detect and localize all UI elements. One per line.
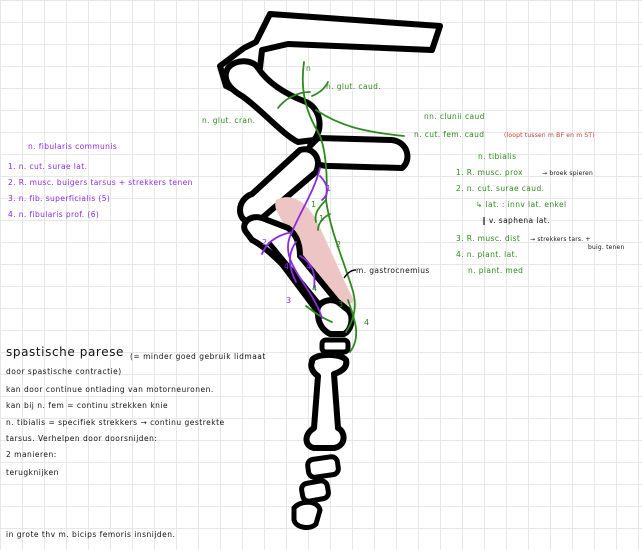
- notes-line-3: n. tibialis = specifiek strekkers → cont…: [6, 418, 225, 427]
- fibular-number-3: 3: [286, 296, 292, 305]
- tibial-legend-item-3-arrow: → strekkers tars. +: [530, 236, 591, 243]
- tibial-number-2: 2: [336, 240, 342, 249]
- tibial-legend-item-5: n. plant. med: [468, 266, 524, 275]
- fibular-number-1: 1: [326, 184, 332, 193]
- fibular-number-4a: 4: [284, 262, 290, 271]
- label-n-glut-caud: n. glut. caud.: [326, 82, 382, 91]
- fibular-legend-title: n. fibularis communis: [28, 142, 118, 151]
- tibial-legend-item-2-sub2: ‖ v. saphena lat.: [482, 216, 550, 225]
- notes-title: spastische parese: [6, 345, 125, 359]
- phalanges-bones: [291, 454, 341, 530]
- notes-line-5: 2 manieren:: [6, 450, 57, 459]
- notes-line-2: kan bij n. fem = continu strekken knie: [6, 401, 169, 410]
- tibial-number-1b: 1: [319, 214, 325, 223]
- notes-bottom: in grote thv m. bicips femoris insnijden…: [6, 530, 176, 539]
- notes-title-def: (= minder goed gebruik lidmaat: [130, 352, 266, 361]
- tibial-legend-item-2: 2. n. cut. surae caud.: [456, 184, 545, 193]
- tibial-legend-item-1-arrow: → broek spieren: [542, 170, 593, 177]
- tibial-number-4a: 4: [364, 318, 370, 327]
- tibial-legend-item-1: 1. R. musc. prox: [456, 168, 523, 177]
- tibial-nerve: [277, 61, 405, 353]
- label-nn-clunii-caud: nn. clunii caud: [424, 112, 485, 121]
- fibular-nerve: [261, 167, 328, 319]
- gastrocnemius-pointer: [343, 269, 357, 279]
- tibial-number-4b: 4: [312, 284, 318, 293]
- notes-line-1: kan door continue ontlading van motorneu…: [6, 385, 214, 394]
- femur-bone: [237, 135, 411, 226]
- fibular-legend-item-2: 2. R. musc. buigers tarsus + strekkers t…: [8, 178, 193, 187]
- label-gastrocnemius: m. gastrocnemius: [356, 266, 430, 275]
- label-n: n: [306, 64, 312, 73]
- tibial-legend-item-3-arrow2: buig. tenen: [588, 244, 625, 251]
- hip-bone: [222, 58, 323, 145]
- label-cut-fem-note: (loopt tussen m BF en m ST): [504, 132, 595, 139]
- fibular-number-2: 2: [262, 238, 268, 247]
- fibula-bone: [267, 241, 327, 313]
- fibular-legend-item-4: 4. n. fibularis prof. (6): [8, 210, 100, 219]
- label-n-cut-fem-caud: n. cut. fem. caud: [414, 130, 485, 139]
- tibial-legend-item-4: 4. n. plant. lat.: [456, 250, 518, 259]
- fibular-legend-item-1: 1. n. cut. surae lat.: [8, 162, 88, 171]
- tibial-number-3: 3: [338, 300, 344, 309]
- metatarsus-bone: [303, 352, 350, 451]
- tibial-legend-title: n. tibialis: [478, 152, 517, 161]
- tibial-legend-item-2-sub: ↳ lat. : innv lat. enkel: [476, 200, 567, 209]
- tibial-legend-item-3: 3. R. musc. dist: [456, 234, 521, 243]
- tarsus-bone: [314, 297, 355, 355]
- fibular-legend-item-3: 3. n. fib. superficialis (5): [8, 194, 111, 203]
- notes-title-def2: door spastische contractie): [6, 367, 122, 376]
- label-n-glut-cran: n. glut. cran.: [202, 116, 256, 125]
- notes-line-6: terugknijken: [6, 468, 59, 477]
- notes-line-4: tarsus. Verhelpen door doorsnijden:: [6, 434, 158, 443]
- fibular-number-4b: 4: [306, 262, 312, 271]
- tibial-number-1a: 1: [311, 200, 317, 209]
